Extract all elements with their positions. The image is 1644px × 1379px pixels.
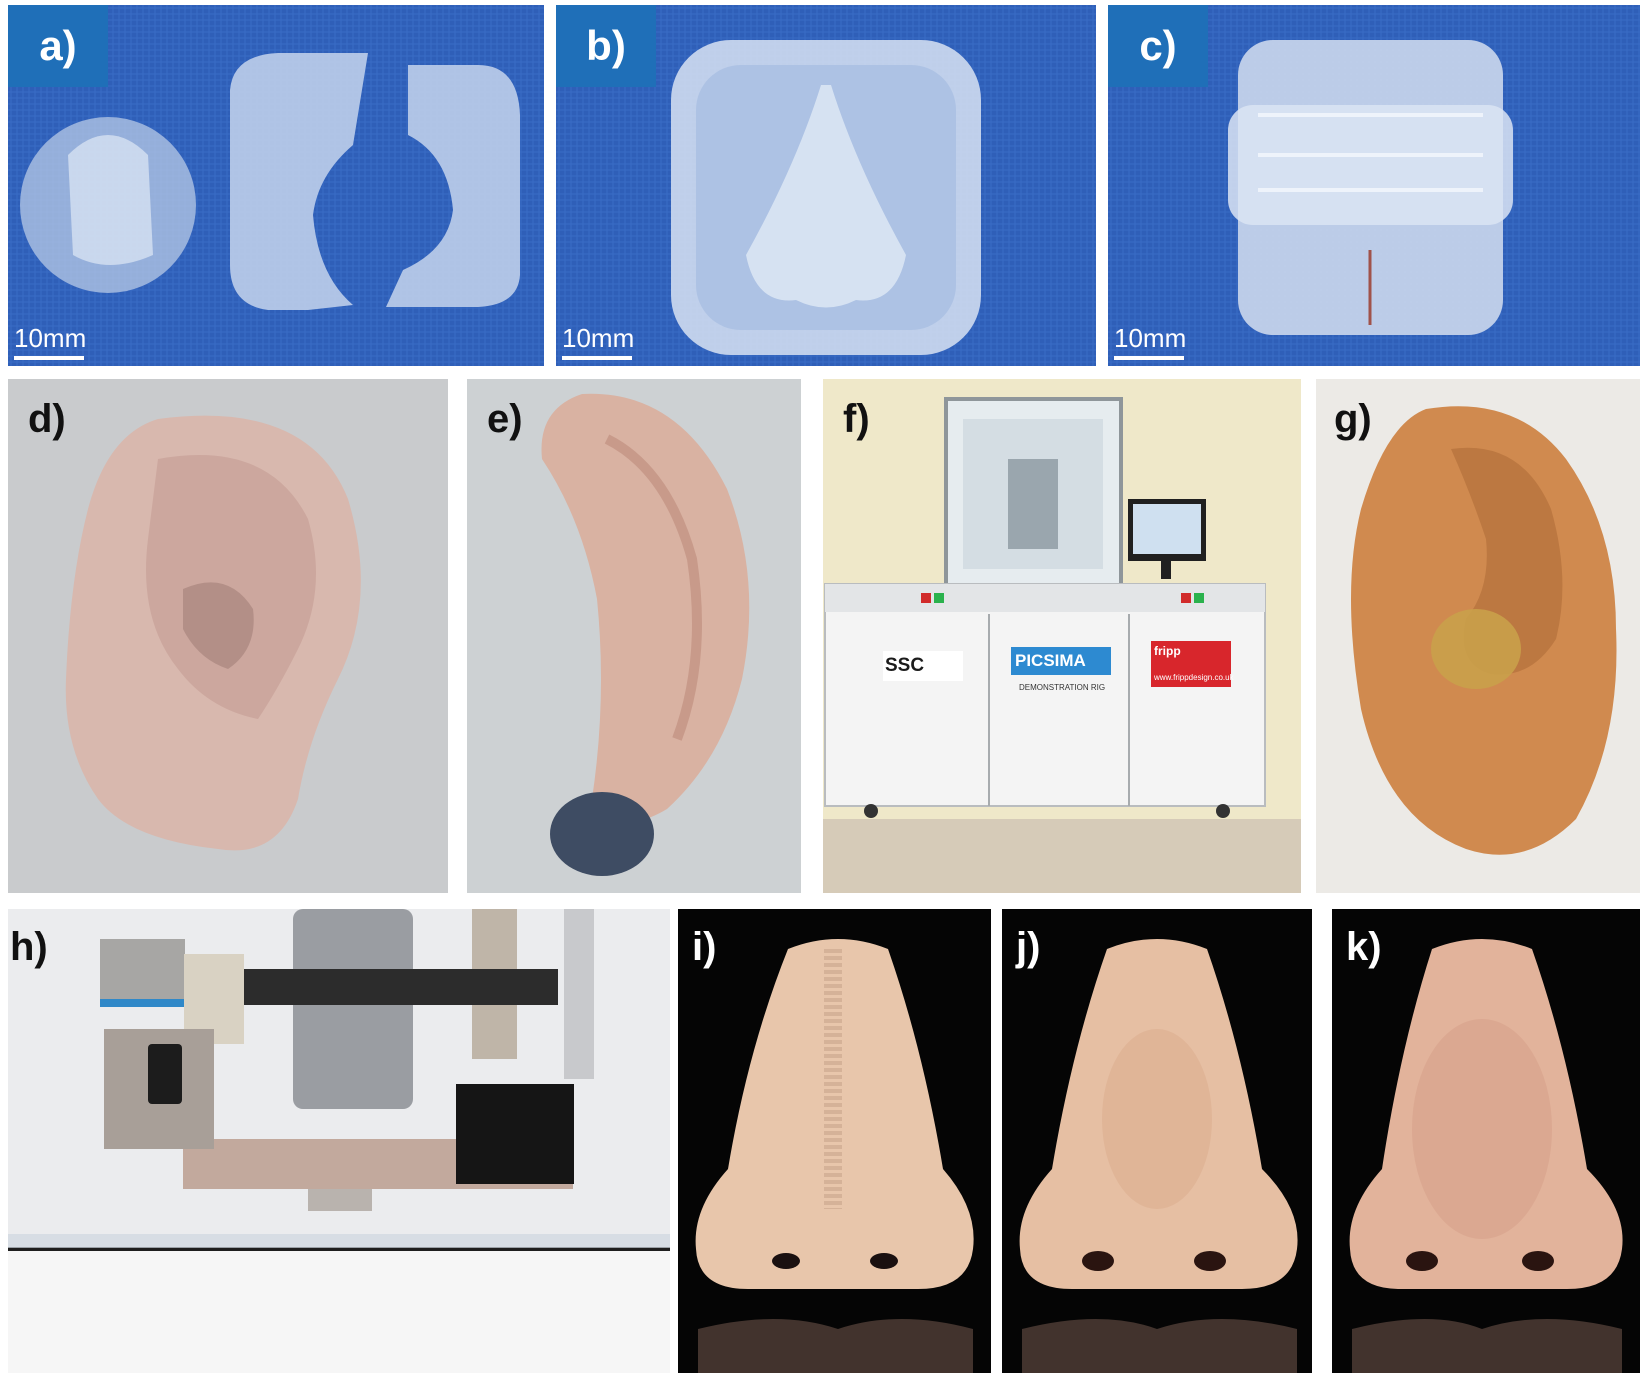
panel-label: d) (28, 397, 66, 441)
panel-j-photo (1002, 909, 1312, 1373)
panel-label-box: b) (556, 5, 656, 87)
scale-bar: 10mm (14, 323, 86, 360)
panel-k-photo (1332, 909, 1640, 1373)
scale-line (14, 356, 84, 360)
picsima-logo-text: PICSIMA (1015, 651, 1086, 670)
panel-a-photo (8, 5, 544, 366)
panel-f: f) SSC PICSIMA DEMONSTRATION RIG fripp w… (823, 379, 1301, 893)
panel-e-photo (467, 379, 801, 893)
panel-label: k) (1346, 925, 1382, 969)
panel-label: c) (1139, 22, 1177, 69)
panel-j: j) (1002, 909, 1312, 1373)
panel-label-box: a) (8, 5, 108, 87)
fripp-url-text: www.frippdesign.co.uk (1154, 673, 1234, 682)
panel-g: g) (1316, 379, 1640, 893)
panel-k: k) (1332, 909, 1640, 1373)
panel-b-photo (556, 5, 1096, 366)
panel-b: b) 10mm (556, 5, 1096, 366)
panel-label: f) (843, 397, 870, 441)
panel-f-photo (823, 379, 1301, 893)
panel-h: h) (8, 909, 670, 1373)
panel-label: j) (1016, 925, 1041, 969)
panel-i-photo (678, 909, 991, 1373)
fripp-logo-text: fripp (1154, 644, 1181, 658)
panel-d: d) (8, 379, 448, 893)
ssc-logo-text: SSC (885, 655, 925, 676)
panel-label: h) (10, 925, 48, 969)
panel-label-box: c) (1108, 5, 1208, 87)
panel-i: i) (678, 909, 991, 1373)
scale-text: 10mm (1114, 323, 1187, 353)
scale-bar: 10mm (1114, 323, 1186, 360)
panel-c: c) 10mm (1108, 5, 1640, 366)
scale-text: 10mm (14, 323, 87, 353)
scale-bar: 10mm (562, 323, 634, 360)
scale-line (1114, 356, 1184, 360)
panel-label: b) (586, 22, 626, 69)
panel-label: a) (39, 22, 77, 69)
panel-d-photo (8, 379, 448, 893)
picsima-subtitle: DEMONSTRATION RIG (1019, 683, 1106, 692)
scale-line (562, 356, 632, 360)
panel-label: i) (692, 925, 717, 969)
panel-g-photo (1316, 379, 1640, 893)
panel-label: g) (1334, 397, 1372, 441)
panel-h-photo (8, 909, 670, 1373)
scale-text: 10mm (562, 323, 635, 353)
panel-a: a) 10mm (8, 5, 544, 366)
panel-label: e) (487, 397, 523, 441)
panel-e: e) (467, 379, 801, 893)
